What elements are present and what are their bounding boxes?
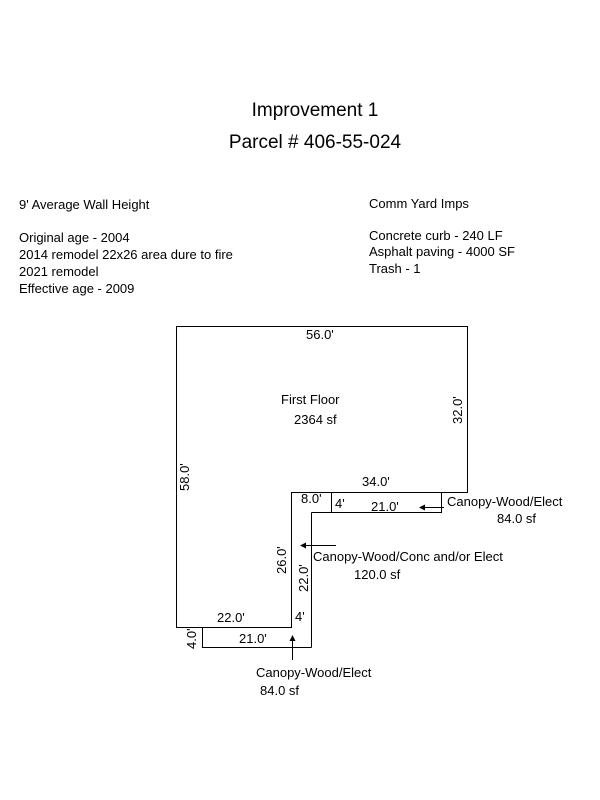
dim-canopy-bottom-length: 21.0' <box>239 631 267 646</box>
canopy-label: Canopy-Wood/Conc and/or Elect <box>313 549 503 564</box>
canopy-top-outline <box>331 492 442 513</box>
note: Comm Yard Imps <box>369 196 469 211</box>
canopy-vertical-outline <box>311 512 332 648</box>
canopy-label: Canopy-Wood/Elect <box>256 665 372 680</box>
first-floor-label: First Floor <box>281 392 340 407</box>
dim-canopy-bottom-width: 4.0' <box>184 628 199 649</box>
dim-canopy-vertical-length: 22.0' <box>296 564 311 592</box>
note: Original age - 2004 <box>19 230 130 245</box>
canopy-area: 120.0 sf <box>354 567 401 582</box>
dim-step-top: 34.0' <box>362 474 390 489</box>
dim-canopy-top-length: 21.0' <box>371 499 399 514</box>
note: 2021 remodel <box>19 264 99 279</box>
canopy-label: Canopy-Wood/Elect <box>447 494 563 509</box>
dim-top: 56.0' <box>306 327 334 342</box>
canopy-area: 84.0 sf <box>260 683 299 698</box>
dim-canopy-vertical-width: 4' <box>295 609 305 624</box>
note: Asphalt paving - 4000 SF <box>369 244 515 259</box>
first-floor-area: 2364 sf <box>294 412 337 427</box>
note: Concrete curb - 240 LF <box>369 228 503 243</box>
dim-right: 32.0' <box>450 396 465 424</box>
canopy-bottom-outline <box>202 627 312 648</box>
first-floor-outline <box>176 326 468 628</box>
canopy-area: 84.0 sf <box>497 511 536 526</box>
dim-bottom: 22.0' <box>217 610 245 625</box>
parcel-number: Parcel # 406-55-024 <box>228 132 402 153</box>
note: Trash - 1 <box>369 261 421 276</box>
page-title: Improvement 1 <box>251 100 379 121</box>
dim-canopy-offset: 8.0' <box>301 491 322 506</box>
note: Effective age - 2009 <box>19 281 135 296</box>
dim-canopy-top-width: 4' <box>335 496 345 511</box>
note: 9' Average Wall Height <box>19 197 150 212</box>
note: 2014 remodel 22x26 area dure to fire <box>19 247 233 262</box>
dim-left: 58.0' <box>177 463 192 491</box>
dim-step-left: 26.0' <box>274 546 289 574</box>
